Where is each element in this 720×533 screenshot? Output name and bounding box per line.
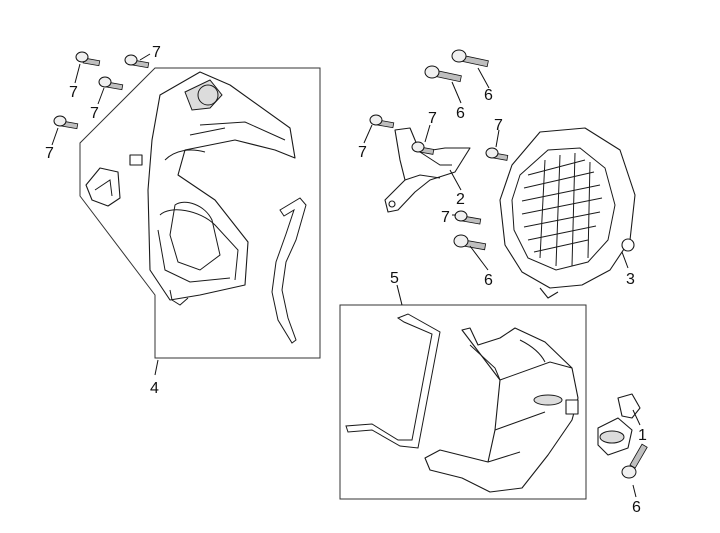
part-4-group-outline: [79, 67, 321, 359]
leader-7e: [363, 124, 373, 144]
leader-5: [396, 284, 403, 306]
callout-6c: 6: [484, 272, 493, 289]
leader-7a: [74, 63, 81, 84]
bolt-6-b: [424, 65, 462, 83]
callout-1: 1: [638, 427, 647, 444]
leader-7c: [97, 87, 105, 105]
part-4-shroud: [129, 71, 296, 306]
callout-7e: 7: [358, 144, 367, 161]
callout-4: 4: [150, 380, 159, 397]
bolt-7-f: [411, 141, 435, 155]
leader-6c: [469, 245, 489, 271]
callout-3: 3: [626, 271, 635, 288]
part-5-rod: [345, 313, 441, 449]
bolt-6-d: [621, 443, 648, 479]
callout-5: 5: [390, 270, 399, 287]
callout-7c: 7: [90, 105, 99, 122]
callout-7f: 7: [428, 110, 437, 127]
part-5-group-outline: [339, 304, 587, 500]
callout-7a: 7: [69, 84, 78, 101]
bolt-6-c: [453, 234, 487, 251]
leader-1: [632, 409, 641, 426]
bolt-6-a: [451, 49, 489, 68]
shroud-clip: [85, 167, 121, 207]
leader-6b: [451, 81, 462, 104]
leader-3: [621, 251, 629, 269]
leader-7g: [495, 129, 500, 148]
leader-4: [154, 359, 159, 376]
callout-7h: 7: [441, 209, 450, 226]
leader-7b: [139, 53, 151, 61]
bolt-7-d: [53, 115, 79, 130]
bolt-7-g: [485, 147, 509, 161]
callout-7d: 7: [45, 145, 54, 162]
part-1-sleeve: [597, 393, 641, 456]
bolt-7-b: [124, 54, 150, 69]
part-5-housing: [424, 327, 579, 493]
leader-6a: [477, 67, 490, 89]
leader-6d: [632, 484, 637, 498]
bolt-7-e: [369, 114, 395, 129]
bolt-7-c: [98, 76, 124, 91]
shroud-seal: [271, 197, 307, 344]
bolt-7-a: [75, 51, 101, 67]
bolt-7-h: [454, 210, 482, 225]
leader-7d: [51, 127, 59, 146]
callout-7g: 7: [494, 117, 503, 134]
callout-6b: 6: [456, 105, 465, 122]
callout-6a: 6: [484, 87, 493, 104]
part-3-fan-cover: [499, 127, 636, 299]
callout-7b: 7: [152, 44, 161, 61]
callout-2: 2: [456, 191, 465, 208]
callout-6d: 6: [632, 499, 641, 516]
leader-7f: [424, 124, 431, 143]
leader-2: [449, 169, 462, 191]
